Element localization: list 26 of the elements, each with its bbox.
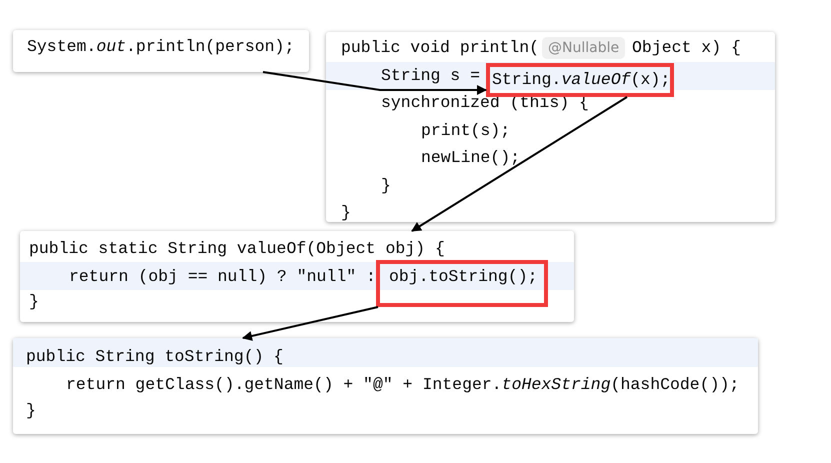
annotation-hint: @Nullable [542,37,626,59]
code-line: String s = [381,66,480,86]
code-line: print(s); [421,121,510,141]
code-panel [13,338,758,434]
code-line: public String toString() { [26,347,284,367]
code-line: } [341,203,351,223]
code-line: return (obj == null) ? "null" : [69,267,376,287]
code-line: } [26,401,36,421]
code-line: } [29,292,39,312]
arrow [262,71,487,95]
code-line: public void println( [341,38,540,58]
code-line: obj.toString(); [389,267,538,287]
code-line: return getClass().getName() + "@" + Integer.toHexString(hashCode()); [66,375,740,395]
code-panel [20,231,574,322]
code-panel [326,32,775,222]
code-line: newLine(); [421,148,520,168]
arrow [242,306,378,341]
code-line: String.valueOf(x); [492,70,670,90]
code-panel [13,30,309,72]
arrow [411,96,628,232]
highlight-frame [376,260,548,307]
code-line: System.out.println(person); [27,37,294,57]
highlight-frame [486,63,674,97]
code-line: Object x) { [632,38,741,58]
code-line: public static String valueOf(Object obj) { [29,239,445,259]
code-line: } [381,176,391,196]
